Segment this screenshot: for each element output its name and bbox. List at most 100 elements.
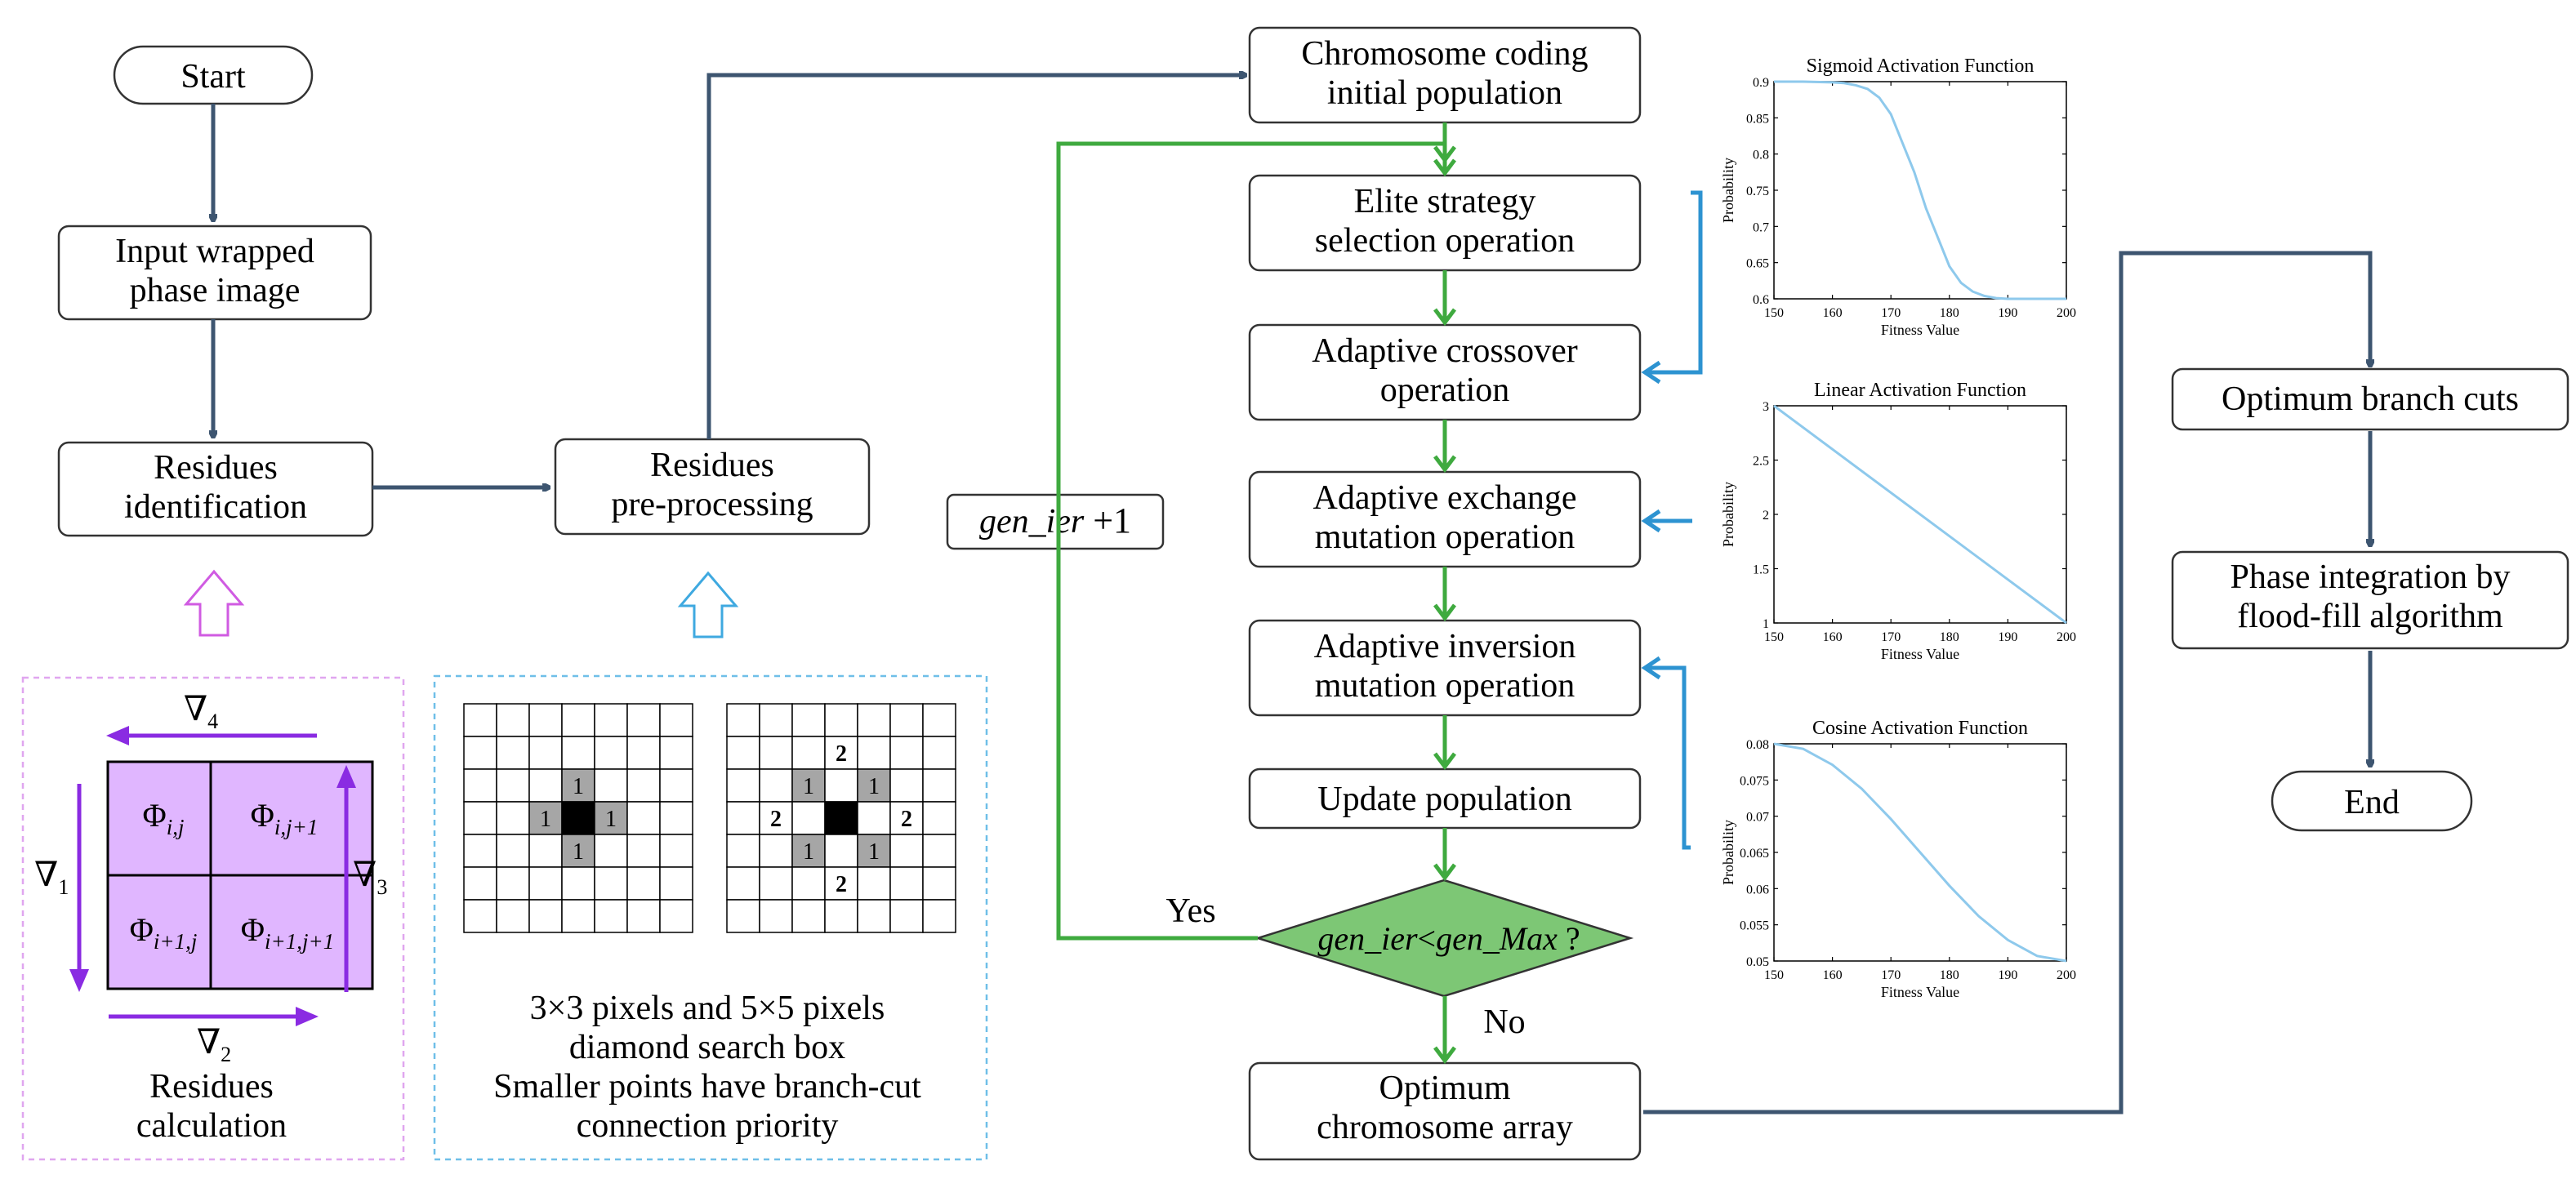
input-image-label-1: Input wrapped: [115, 233, 314, 270]
pixel-cell: [759, 703, 793, 737]
pixel-cell: [922, 834, 956, 868]
y-tick-label: 0.7: [1753, 220, 1769, 234]
elite-selection-label-1: Elite strategy: [1354, 183, 1536, 220]
x-tick-label: 190: [1998, 306, 2017, 320]
optimum-array-label-2: chromosome array: [1317, 1109, 1573, 1146]
pixel-label: 1: [868, 774, 880, 799]
y-tick-label: 0.055: [1740, 919, 1769, 933]
series-line: [1773, 742, 2067, 963]
pixel-cell: [759, 866, 793, 901]
pixel-cell: [726, 801, 760, 835]
pixel-cell: [594, 899, 628, 933]
x-tick-label: 170: [1881, 306, 1901, 320]
chromosome-coding-label-2: initial population: [1327, 74, 1562, 112]
phi-cell-4: Φi+1,j+1: [241, 911, 334, 954]
pixel-cell: [726, 866, 760, 901]
green-head-1: [1433, 158, 1456, 177]
y-tick-label: 0.075: [1740, 774, 1769, 788]
elite-selection-label-2: selection operation: [1315, 222, 1575, 260]
input-image-label-2: phase image: [130, 272, 301, 309]
pixel-cell: [594, 703, 628, 737]
search-caption-3: Smaller points have branch-cut: [493, 1068, 921, 1106]
y-tick-label: 0.75: [1746, 185, 1769, 198]
pixel-cell: [626, 801, 661, 835]
pixel-cell: [824, 834, 858, 868]
grad-left-label: ∇1: [34, 856, 69, 899]
x-tick-label: 150: [1764, 968, 1784, 982]
arrow-array-to-branchcuts: [1643, 251, 2370, 1114]
pixel-label: 1: [803, 839, 814, 865]
green-loop-line: [1056, 141, 1445, 941]
pixel-label: 2: [836, 872, 847, 897]
pixel-cell: [626, 866, 661, 901]
pixel-cell: [463, 899, 497, 933]
search-panel-frame: [433, 674, 988, 1161]
x-tick-label: 180: [1940, 630, 1959, 644]
pixel-cell: [528, 899, 563, 933]
x-tick-label: 150: [1764, 306, 1784, 320]
phase-integration-box: [2171, 550, 2569, 650]
pixel-cell: [824, 736, 858, 770]
pixel-cell: [594, 834, 628, 868]
residues-panel-frame: [21, 676, 405, 1161]
green-head-5: [1433, 752, 1456, 771]
pixel-cell: [463, 736, 497, 770]
pixel-cell: [496, 703, 530, 737]
pixel-label: 2: [901, 807, 912, 832]
y-tick-label: 0.065: [1740, 847, 1769, 861]
pixel-cell: [528, 703, 563, 737]
pixel-cell: [659, 899, 693, 933]
pixel-cell: [561, 866, 595, 901]
pixel-cell: [791, 736, 826, 770]
phase-integration-label-1: Phase integration by: [2231, 558, 2511, 596]
ga-column: Chromosome coding initial population Eli…: [946, 26, 1642, 1161]
x-tick-label: 200: [2057, 968, 2076, 982]
residues-preprocessing-label-2: pre-processing: [611, 486, 813, 523]
pixel-cell: [857, 899, 891, 933]
pixel-cell: [726, 768, 760, 803]
pixel-cell: [889, 866, 924, 901]
update-population-label: Update population: [1317, 781, 1571, 818]
green-arrowheads: [1433, 145, 1456, 1065]
pixel-cell: [759, 801, 793, 835]
pixel-cell: [463, 703, 497, 737]
pixel-cell: [626, 703, 661, 737]
pixel-cell: [791, 899, 826, 933]
green-head-loop: [1433, 145, 1456, 164]
green-head-3: [1433, 455, 1456, 474]
pixel-cell: [626, 899, 661, 933]
pixel-cell: [594, 801, 628, 835]
x-tick-label: 200: [2057, 630, 2076, 644]
y-tick-label: 1: [1763, 617, 1769, 631]
adaptive-exchange-label-2: mutation operation: [1315, 518, 1575, 556]
pixel-cell: [659, 834, 693, 868]
adaptive-exchange-label-1: Adaptive exchange: [1313, 479, 1576, 517]
y-tick-label: 0.8: [1753, 149, 1769, 162]
x-tick-label: 150: [1764, 630, 1784, 644]
pixel-cell: [496, 866, 530, 901]
chart-ylabel: Probability: [1720, 158, 1736, 223]
x-tick-label: 170: [1881, 968, 1901, 982]
chart-title: Cosine Activation Function: [1812, 718, 2028, 739]
optimum-branch-cuts-box: [2171, 367, 2569, 431]
arrow-preprocessing-to-chromosome: [706, 75, 1246, 439]
pixel-cell: [659, 866, 693, 901]
dark-arrows: [213, 75, 2370, 1114]
residues-identification-label-2: identification: [124, 488, 307, 526]
flow-left-column: Start Input wrapped phase image Residues…: [57, 45, 871, 537]
pixel-cell: [726, 834, 760, 868]
adaptive-crossover-label-1: Adaptive crossover: [1312, 332, 1577, 370]
green-arrows: [1056, 122, 1447, 1059]
pixel-cell: [496, 834, 530, 868]
pixel-cell: [824, 866, 858, 901]
residues-caption-2: calculation: [136, 1107, 287, 1145]
chart-xlabel: Fitness Value: [1881, 984, 1959, 1000]
pixel-cell: [824, 801, 858, 835]
pixel-cell: [726, 703, 760, 737]
pixel-cell: [824, 768, 858, 803]
pixel-cell: [561, 703, 595, 737]
y-tick-label: 0.85: [1746, 112, 1769, 126]
